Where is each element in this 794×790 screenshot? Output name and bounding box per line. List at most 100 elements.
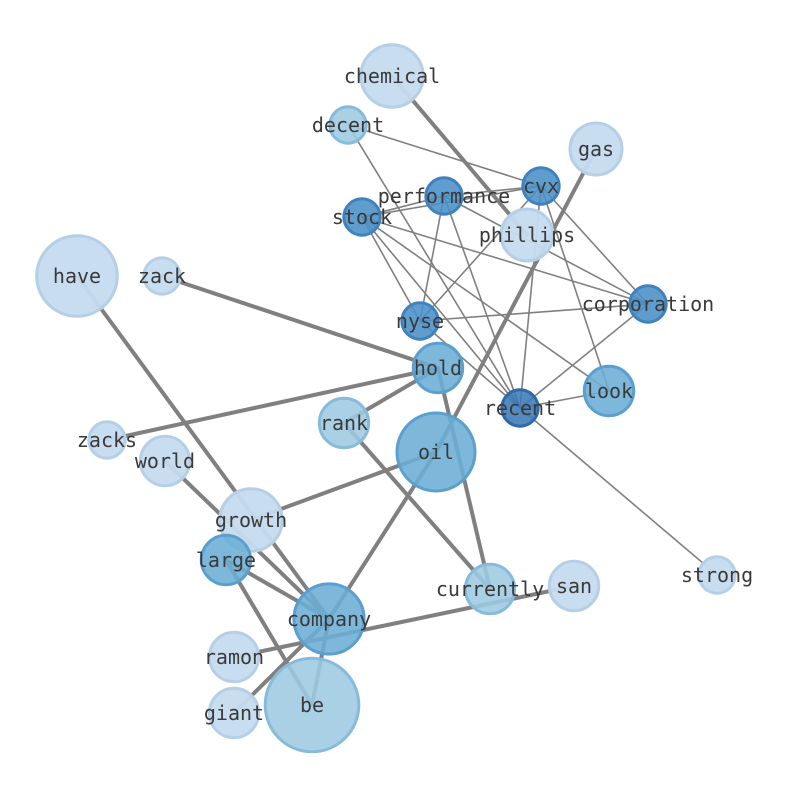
node-world[interactable]: world bbox=[135, 434, 195, 488]
node-circle-be[interactable] bbox=[263, 656, 361, 754]
node-performance[interactable]: performance bbox=[378, 176, 510, 216]
node-circle-chemical[interactable] bbox=[359, 43, 425, 109]
node-label-performance: performance bbox=[378, 184, 510, 208]
node-label-corporation: corporation bbox=[582, 292, 714, 316]
node-chemical[interactable]: chemical bbox=[344, 43, 440, 109]
node-circle-strong[interactable] bbox=[697, 555, 737, 595]
node-label-giant: giant bbox=[204, 701, 264, 725]
node-stock[interactable]: stock bbox=[332, 197, 392, 237]
node-label-company: company bbox=[287, 607, 371, 631]
node-circle-world[interactable] bbox=[138, 434, 192, 488]
edge-recent-strong bbox=[519, 407, 718, 576]
node-circle-gas[interactable] bbox=[568, 121, 624, 177]
node-circle-phillips[interactable] bbox=[499, 207, 555, 263]
node-circle-zack[interactable] bbox=[142, 256, 182, 296]
node-circle-company[interactable] bbox=[292, 582, 366, 656]
node-label-ramon: ramon bbox=[204, 645, 264, 669]
node-label-growth: growth bbox=[215, 508, 287, 532]
node-label-zacks: zacks bbox=[77, 428, 137, 452]
node-oil[interactable]: oil bbox=[395, 411, 477, 493]
node-label-zack: zack bbox=[138, 264, 186, 288]
node-circle-stock[interactable] bbox=[342, 197, 382, 237]
node-label-strong: strong bbox=[681, 563, 753, 587]
edge-cvx-corporation bbox=[540, 185, 649, 305]
node-label-phillips: phillips bbox=[479, 223, 575, 247]
node-gas[interactable]: gas bbox=[568, 121, 624, 177]
node-company[interactable]: company bbox=[287, 582, 371, 656]
node-circle-ramon[interactable] bbox=[207, 630, 261, 684]
node-label-recent: recent bbox=[484, 396, 556, 420]
edge-zack-hold bbox=[160, 274, 440, 370]
edge-have-company bbox=[75, 274, 331, 621]
node-circle-corporation[interactable] bbox=[628, 284, 668, 324]
node-label-san: san bbox=[556, 574, 592, 598]
node-label-rank: rank bbox=[320, 411, 368, 435]
node-zacks[interactable]: zacks bbox=[77, 420, 137, 460]
edge-stock-nyse bbox=[361, 216, 421, 322]
node-currently[interactable]: currently bbox=[436, 562, 544, 616]
node-recent[interactable]: recent bbox=[484, 388, 556, 428]
node-circle-look[interactable] bbox=[582, 364, 636, 418]
node-label-have: have bbox=[53, 264, 101, 288]
node-label-oil: oil bbox=[418, 440, 454, 464]
node-circle-san[interactable] bbox=[547, 559, 601, 613]
node-circle-oil[interactable] bbox=[395, 411, 477, 493]
edge-chemical-phillips bbox=[390, 74, 529, 237]
node-label-be: be bbox=[300, 693, 324, 717]
edge-stock-look bbox=[361, 216, 610, 392]
node-zack[interactable]: zack bbox=[138, 256, 186, 296]
node-circle-large[interactable] bbox=[199, 533, 253, 587]
edge-zacks-hold bbox=[105, 366, 440, 442]
node-label-look: look bbox=[585, 379, 633, 403]
node-rank[interactable]: rank bbox=[317, 396, 371, 450]
node-circle-rank[interactable] bbox=[317, 396, 371, 450]
node-circle-decent[interactable] bbox=[328, 105, 368, 145]
node-circle-zacks[interactable] bbox=[87, 420, 127, 460]
node-phillips[interactable]: phillips bbox=[479, 207, 575, 263]
node-have[interactable]: have bbox=[35, 234, 119, 318]
edge-stock-recent bbox=[361, 216, 521, 409]
edge-decent-cvx bbox=[347, 124, 542, 187]
node-corporation[interactable]: corporation bbox=[582, 284, 714, 324]
edge-nyse-recent bbox=[419, 320, 521, 409]
node-giant[interactable]: giant bbox=[204, 686, 264, 740]
node-circle-hold[interactable] bbox=[411, 341, 465, 395]
node-large[interactable]: large bbox=[196, 533, 256, 587]
edge-stock-corporation bbox=[361, 216, 649, 305]
node-label-chemical: chemical bbox=[344, 64, 440, 88]
node-circle-recent[interactable] bbox=[500, 388, 540, 428]
edge-nyse-corporation bbox=[419, 303, 649, 322]
edge-cvx-look bbox=[540, 185, 610, 392]
node-be[interactable]: be bbox=[263, 656, 361, 754]
node-label-cvx: cvx bbox=[523, 174, 559, 198]
node-circle-nyse[interactable] bbox=[400, 301, 440, 341]
node-label-hold: hold bbox=[414, 356, 462, 380]
node-circle-currently[interactable] bbox=[463, 562, 517, 616]
node-label-stock: stock bbox=[332, 205, 392, 229]
node-hold[interactable]: hold bbox=[411, 341, 465, 395]
edge-ramon-san bbox=[232, 584, 576, 659]
node-nyse[interactable]: nyse bbox=[396, 301, 444, 341]
node-label-gas: gas bbox=[578, 137, 614, 161]
edge-gas-oil bbox=[434, 147, 598, 454]
node-circle-performance[interactable] bbox=[424, 176, 464, 216]
node-circle-giant[interactable] bbox=[207, 686, 261, 740]
node-strong[interactable]: strong bbox=[681, 555, 753, 595]
node-label-large: large bbox=[196, 548, 256, 572]
edge-performance-nyse bbox=[419, 195, 445, 322]
node-cvx[interactable]: cvx bbox=[521, 166, 561, 206]
node-label-nyse: nyse bbox=[396, 309, 444, 333]
edge-rank-currently bbox=[342, 421, 492, 591]
node-label-currently: currently bbox=[436, 577, 544, 601]
node-decent[interactable]: decent bbox=[312, 105, 384, 145]
node-ramon[interactable]: ramon bbox=[204, 630, 264, 684]
edge-decent-recent bbox=[347, 124, 521, 409]
node-san[interactable]: san bbox=[547, 559, 601, 613]
edge-corporation-recent bbox=[519, 303, 649, 409]
node-look[interactable]: look bbox=[582, 364, 636, 418]
node-circle-have[interactable] bbox=[35, 234, 119, 318]
node-label-decent: decent bbox=[312, 113, 384, 137]
node-circle-cvx[interactable] bbox=[521, 166, 561, 206]
